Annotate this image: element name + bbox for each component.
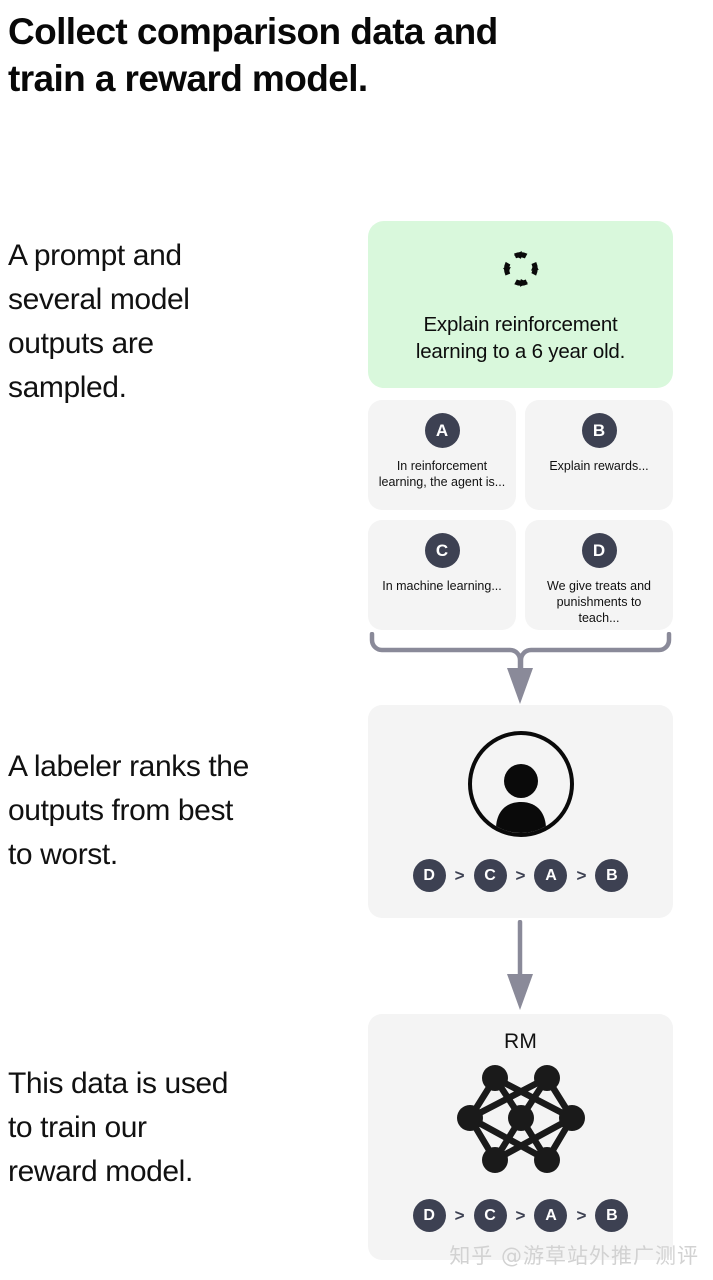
prompt-text: Explain reinforcement learning to a 6 ye… [416,311,625,365]
caption-ranking-line-3: to worst. [8,838,118,871]
output-card-c[interactable]: C In machine learning... [368,520,516,630]
output-card-a[interactable]: A In reinforcement learning, the agent i… [368,400,516,510]
output-badge-d: D [581,533,617,568]
output-badge-b: B [581,413,617,448]
rank-separator-1: > [454,866,465,885]
output-text-b: Explain rewards... [549,459,649,473]
prompt-card: Explain reinforcement learning to a 6 ye… [368,221,673,388]
page-title-line-2: train a reward model. [8,58,368,99]
output-text-a: In reinforcement learning, the agent is.… [378,459,506,489]
page-title-line-1: Collect comparison data and [8,11,498,52]
page-title: Collect comparison data and train a rewa… [8,8,608,102]
caption-sampling-line-1: A prompt and [8,239,182,272]
labeler-ranking-row: D > C > A > B [412,859,629,892]
rm-rank-separator-2: > [515,1206,526,1225]
caption-ranking-line-1: A labeler ranks the [8,750,249,783]
output-card-d[interactable]: D We give treats and punishments to teac… [525,520,673,630]
rank-badge-3: A [534,859,568,892]
cycle-refresh-icon [494,244,548,299]
prompt-text-line-2: learning to a 6 year old. [415,340,626,363]
caption-training-line-1: This data is used [8,1067,228,1100]
reward-model-label: RM [503,1030,538,1053]
output-card-b[interactable]: B Explain rewards... [525,400,673,510]
caption-ranking-line-2: outputs from best [8,794,233,827]
rm-rank-badge-3: A [534,1199,568,1232]
reward-model-ranking-row: D > C > A > B [412,1199,629,1232]
rank-separator-3: > [576,866,587,885]
caption-training-line-2: to train our [8,1111,147,1144]
down-arrow-connector [368,919,673,1012]
caption-ranking: A labeler ranks the outputs from best to… [8,745,338,877]
caption-sampling-line-4: sampled. [8,371,127,404]
rank-separator-2: > [515,866,526,885]
rm-rank-separator-1: > [454,1206,465,1225]
rank-badge-2: C [473,859,507,892]
person-avatar-icon [467,731,574,837]
caption-sampling-line-3: outputs are [8,327,154,360]
caption-training: This data is used to train our reward mo… [8,1062,338,1194]
labeler-card: D > C > A > B [368,705,673,918]
caption-sampling: A prompt and several model outputs are s… [8,234,338,410]
output-text-c: In machine learning... [382,579,502,593]
rm-rank-badge-1: D [412,1199,446,1232]
flow-diagram: Explain reinforcement learning to a 6 ye… [368,0,678,1280]
watermark: 知乎 @游草站外推广测评 [449,1244,699,1268]
reward-model-card: RM [368,1014,673,1260]
caption-training-line-3: reward model. [8,1155,193,1188]
output-badge-c: C [424,533,460,568]
rm-rank-separator-3: > [576,1206,587,1225]
rank-badge-4: B [595,859,629,892]
rm-rank-badge-4: B [595,1199,629,1232]
brace-connector-arrow [368,631,673,710]
rank-badge-1: D [412,859,446,892]
neural-network-icon [454,1060,588,1185]
output-badge-a: A [424,413,460,448]
rm-rank-badge-2: C [473,1199,507,1232]
caption-sampling-line-2: several model [8,283,190,316]
prompt-text-line-1: Explain reinforcement [423,313,618,336]
output-text-d: We give treats and punishments to teach.… [547,579,651,625]
